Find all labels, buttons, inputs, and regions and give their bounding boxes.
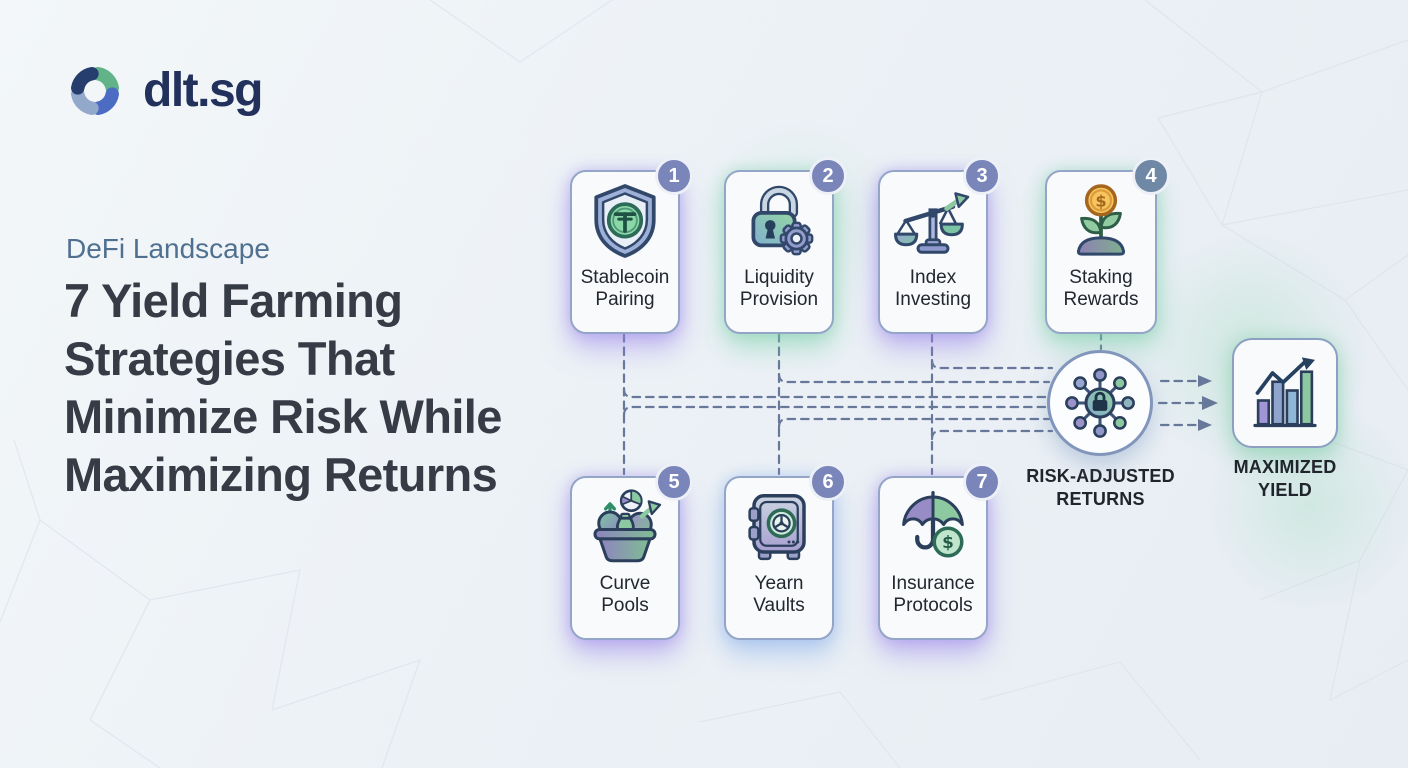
pool-basket-icon <box>593 489 662 563</box>
shield-stablecoin-icon <box>594 184 656 258</box>
strategy-label: Yearn Vaults <box>753 573 805 616</box>
title-line: Minimize Risk While <box>64 390 502 443</box>
page-title: 7 Yield Farming Strategies That Minimize… <box>64 272 502 504</box>
title-line: Strategies That <box>64 332 395 385</box>
step-badge: 4 <box>1132 157 1170 195</box>
balance-scale-icon <box>894 192 970 254</box>
step-badge: 6 <box>809 463 847 501</box>
strategy-label: Index Investing <box>894 267 972 310</box>
vault-icon <box>748 494 806 561</box>
step-badge: 1 <box>655 157 693 195</box>
eyebrow-label: DeFi Landscape <box>66 233 270 264</box>
coin-plant-icon: $ <box>1076 184 1126 256</box>
brand-name: dlt.sg <box>143 64 264 117</box>
title-line: 7 Yield Farming <box>64 274 403 327</box>
brand-logo: dlt.sg <box>62 58 264 124</box>
lock-gear-icon <box>751 185 814 256</box>
step-badge: 7 <box>963 463 1001 501</box>
risk-hub-label: RISK-ADJUSTED RETURNS <box>1026 466 1175 509</box>
strategy-label: Staking Rewards <box>1063 267 1139 310</box>
strategy-label: Insurance Protocols <box>891 573 975 616</box>
svg-text:$: $ <box>942 532 954 552</box>
strategy-label: Curve Pools <box>599 573 651 616</box>
growth-chart-icon <box>1253 357 1317 428</box>
risk-hub <box>1047 350 1153 456</box>
maximized-yield-card <box>1232 338 1338 448</box>
strategy-card-yearn-vaults: 6 Yearn Vaults <box>724 463 847 640</box>
network-lock-icon <box>1065 368 1135 438</box>
strategy-card-liquidity-provision: 2 Liqui <box>724 157 847 334</box>
strategy-card-index-investing: 3 Index Investing <box>878 157 1001 334</box>
title-line: Maximizing Returns <box>64 448 498 501</box>
strategy-label: Liquidity Provision <box>739 267 819 310</box>
strategy-card-insurance-protocols: 7 $ Insurance Protocols <box>878 463 1001 640</box>
strategy-card-stablecoin-pairing: 1 Stablecoin Pairing <box>570 157 693 334</box>
strategy-card-staking-rewards: 4 $ Staking Rewards <box>1045 157 1170 334</box>
dlt-knot-icon <box>71 67 119 115</box>
step-badge: 3 <box>963 157 1001 195</box>
strategy-card-curve-pools: 5 <box>570 463 693 640</box>
svg-text:$: $ <box>1095 191 1106 210</box>
umbrella-coin-icon: $ <box>902 491 964 558</box>
step-badge: 5 <box>655 463 693 501</box>
strategy-label: Stablecoin Pairing <box>580 267 670 310</box>
maximized-yield-label: MAXIMIZED YIELD <box>1233 457 1337 500</box>
step-badge: 2 <box>809 157 847 195</box>
